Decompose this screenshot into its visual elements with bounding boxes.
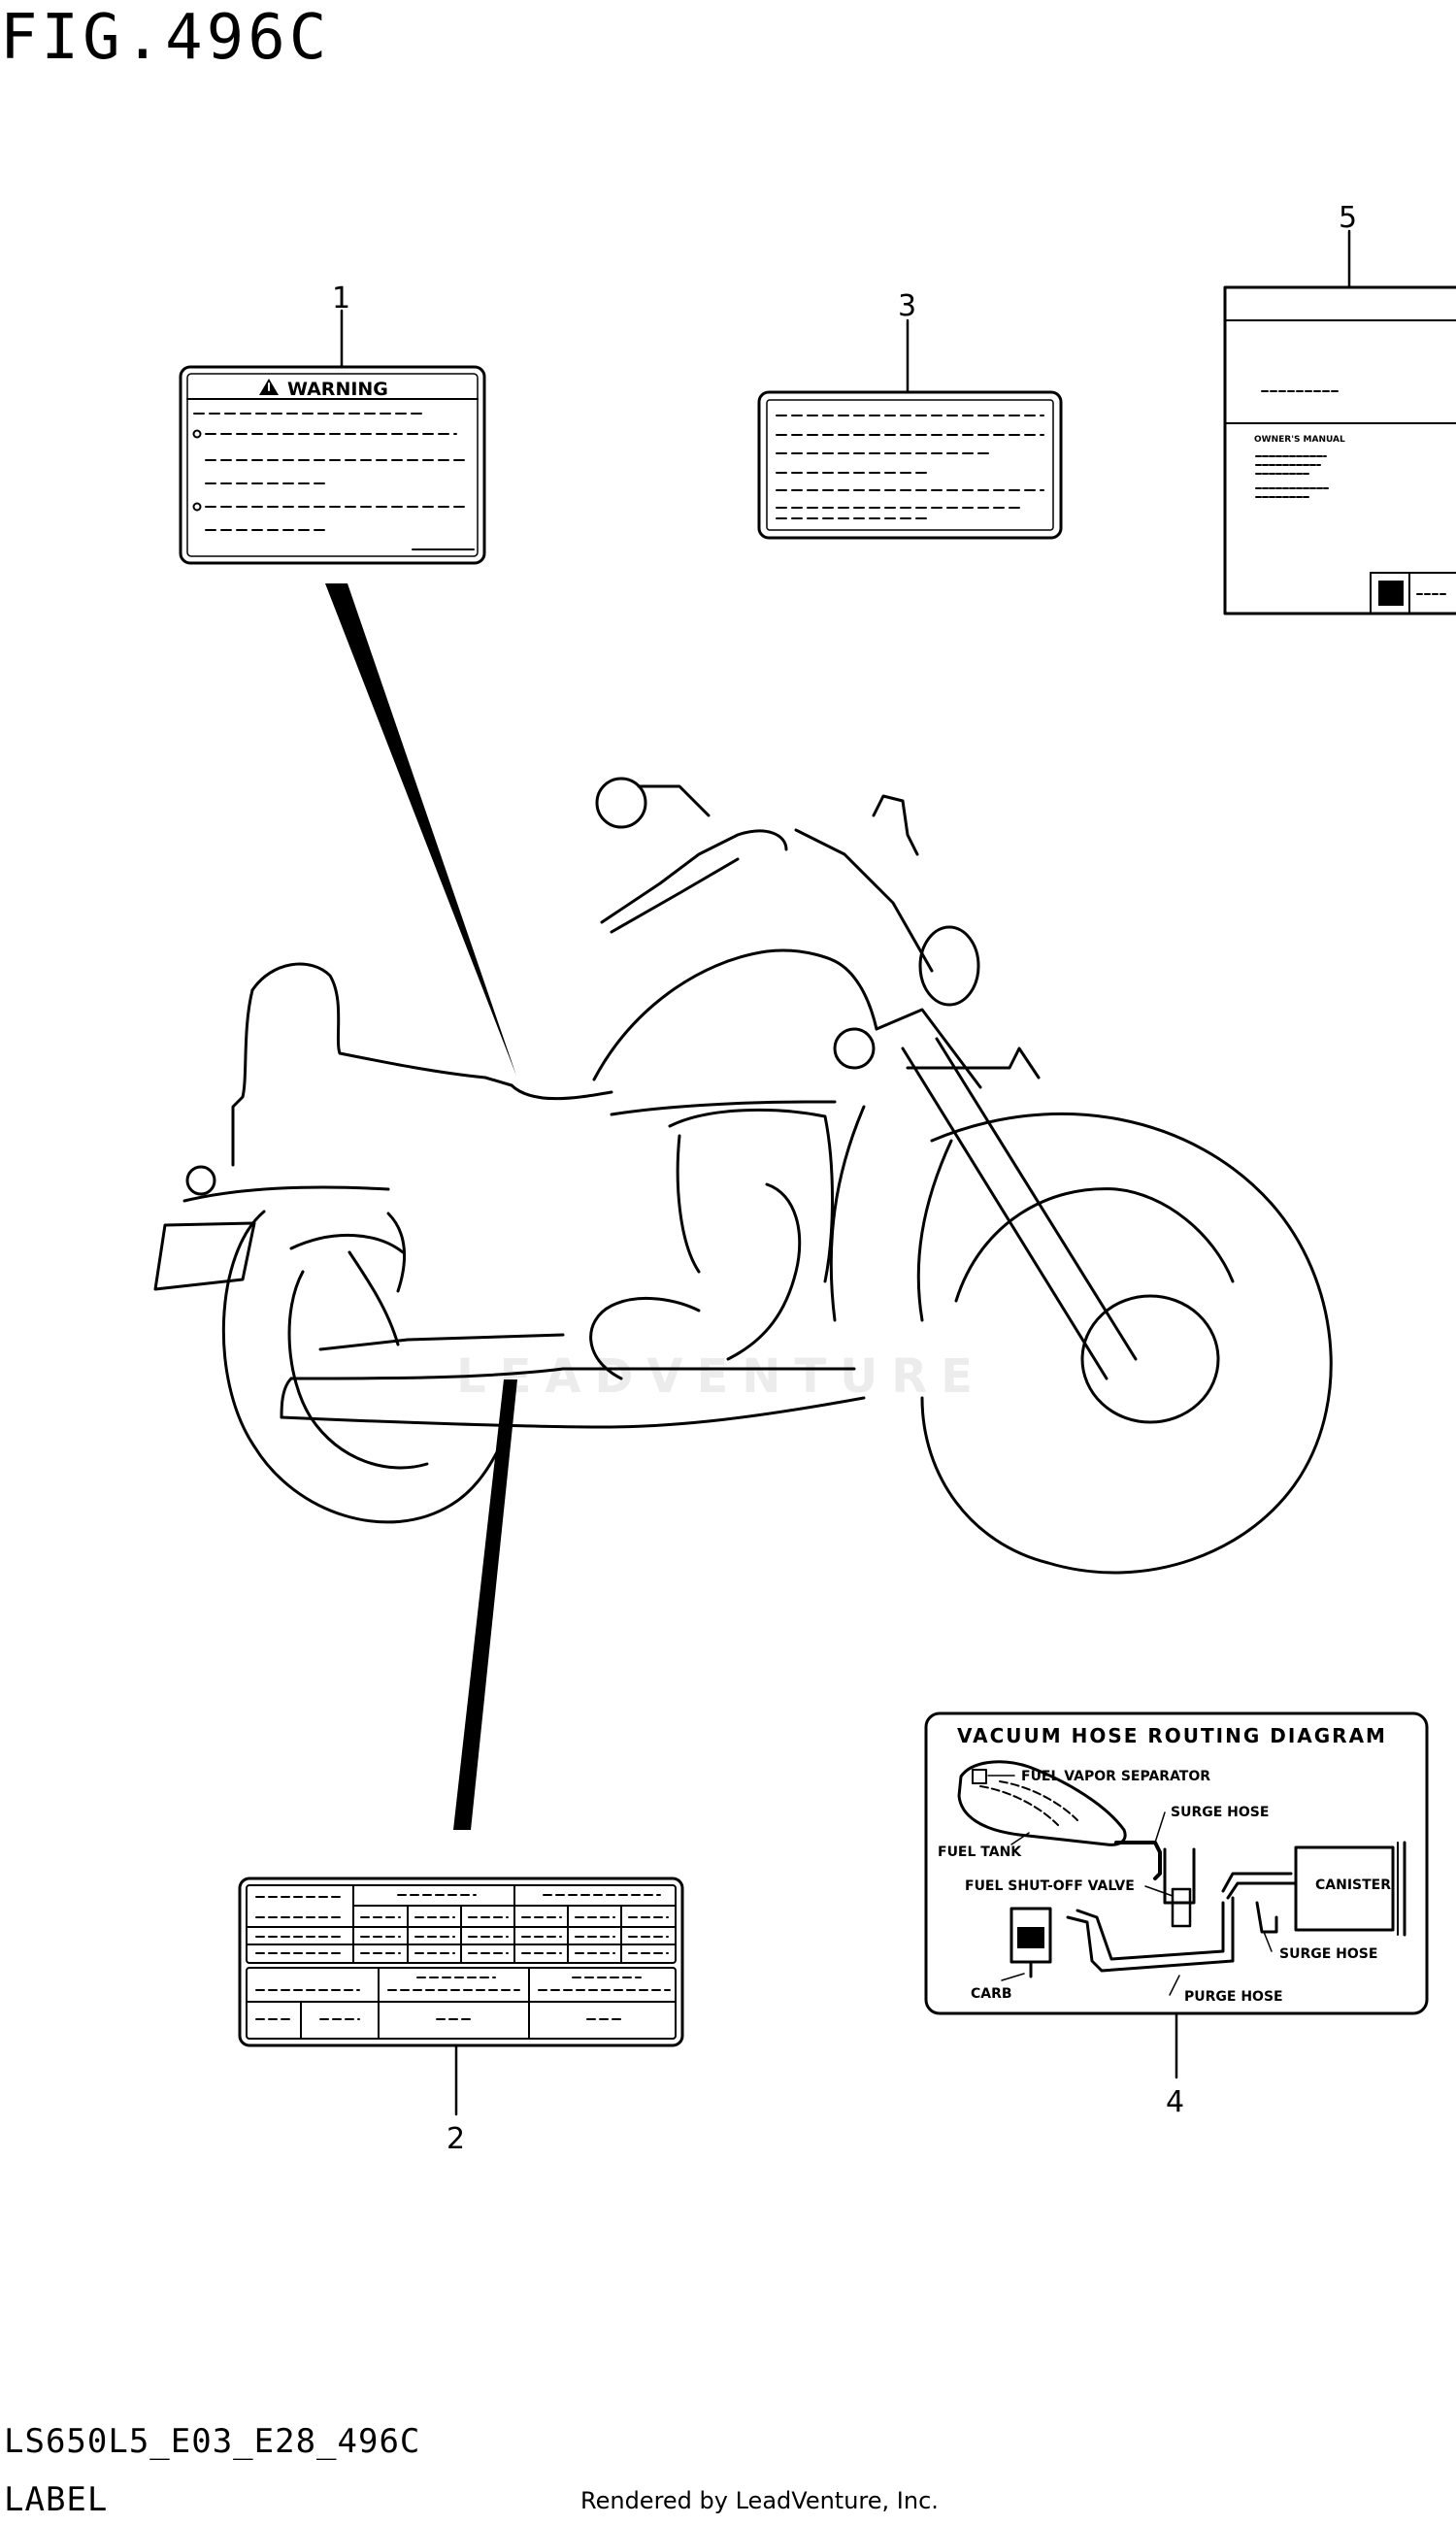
watermark: LEADVENTURE bbox=[456, 1349, 986, 1404]
label-fuel-shutoff-valve: FUEL SHUT-OFF VALVE bbox=[965, 1878, 1135, 1894]
label-surge-hose-bottom: SURGE HOSE bbox=[1279, 1946, 1377, 1962]
vacuum-hose-routing-label[interactable]: VACUUM HOSE ROUTING DIAGRAM bbox=[924, 1711, 1429, 2015]
warning-heading: WARNING bbox=[287, 379, 388, 400]
callout-5: 5 bbox=[1339, 201, 1357, 235]
label-fuel-tank: FUEL TANK bbox=[938, 1844, 1022, 1860]
owners-manual-title: OWNER'S MANUAL bbox=[1254, 435, 1345, 445]
callout-3: 3 bbox=[898, 289, 916, 323]
label-surge-hose-top: SURGE HOSE bbox=[1171, 1805, 1269, 1820]
leader-line-1 bbox=[325, 583, 516, 1076]
rendered-by-credit: Rendered by LeadVenture, Inc. bbox=[580, 2487, 939, 2514]
owners-manual[interactable]: OWNER'S MANUAL bbox=[1223, 285, 1456, 615]
leader-line-2 bbox=[453, 1379, 517, 1830]
diagram-code: LS650L5_E03_E28_496C bbox=[4, 2422, 421, 2461]
figure-title: FIG.496C bbox=[0, 2, 331, 74]
label-fuel-vapor-separator: FUEL VAPOR SEPARATOR bbox=[1021, 1769, 1210, 1784]
callout-1: 1 bbox=[332, 282, 350, 316]
callout-2: 2 bbox=[447, 2122, 465, 2156]
vacuum-title: VACUUM HOSE ROUTING DIAGRAM bbox=[957, 1724, 1387, 1747]
motorcycle-illustration bbox=[153, 777, 1333, 1575]
label-carb: CARB bbox=[971, 1986, 1012, 2002]
label-purge-hose: PURGE HOSE bbox=[1184, 1989, 1283, 2005]
callout-4: 4 bbox=[1166, 2085, 1184, 2119]
label-2[interactable] bbox=[238, 1877, 684, 2047]
suzuki-logo-icon bbox=[1378, 581, 1404, 606]
label-canister: CANISTER bbox=[1315, 1877, 1391, 1893]
diagram-category: LABEL bbox=[4, 2480, 109, 2519]
warning-label[interactable]: WARNING bbox=[179, 365, 486, 565]
warning-triangle-icon bbox=[259, 379, 279, 395]
label-3[interactable] bbox=[757, 390, 1063, 540]
